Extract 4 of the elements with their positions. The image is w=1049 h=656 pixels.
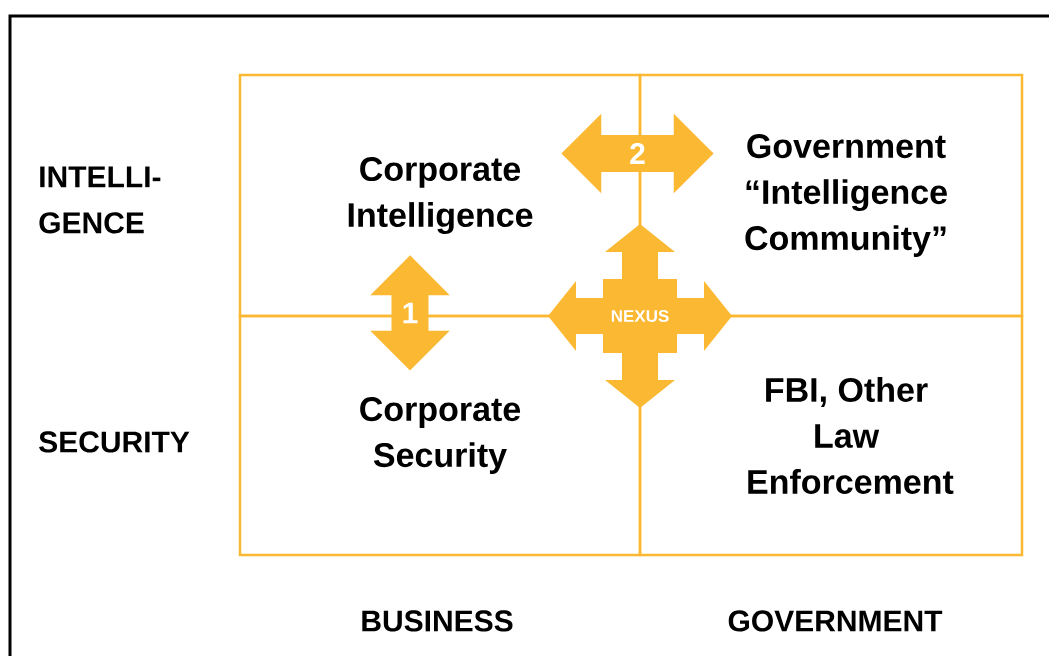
axis-label: GOVERNMENT: [728, 610, 943, 632]
axis-label: BUSINESS: [362, 610, 513, 632]
axis-label: INTELLI- GENCE: [39, 166, 161, 234]
axis-label: SECURITY: [39, 431, 190, 453]
